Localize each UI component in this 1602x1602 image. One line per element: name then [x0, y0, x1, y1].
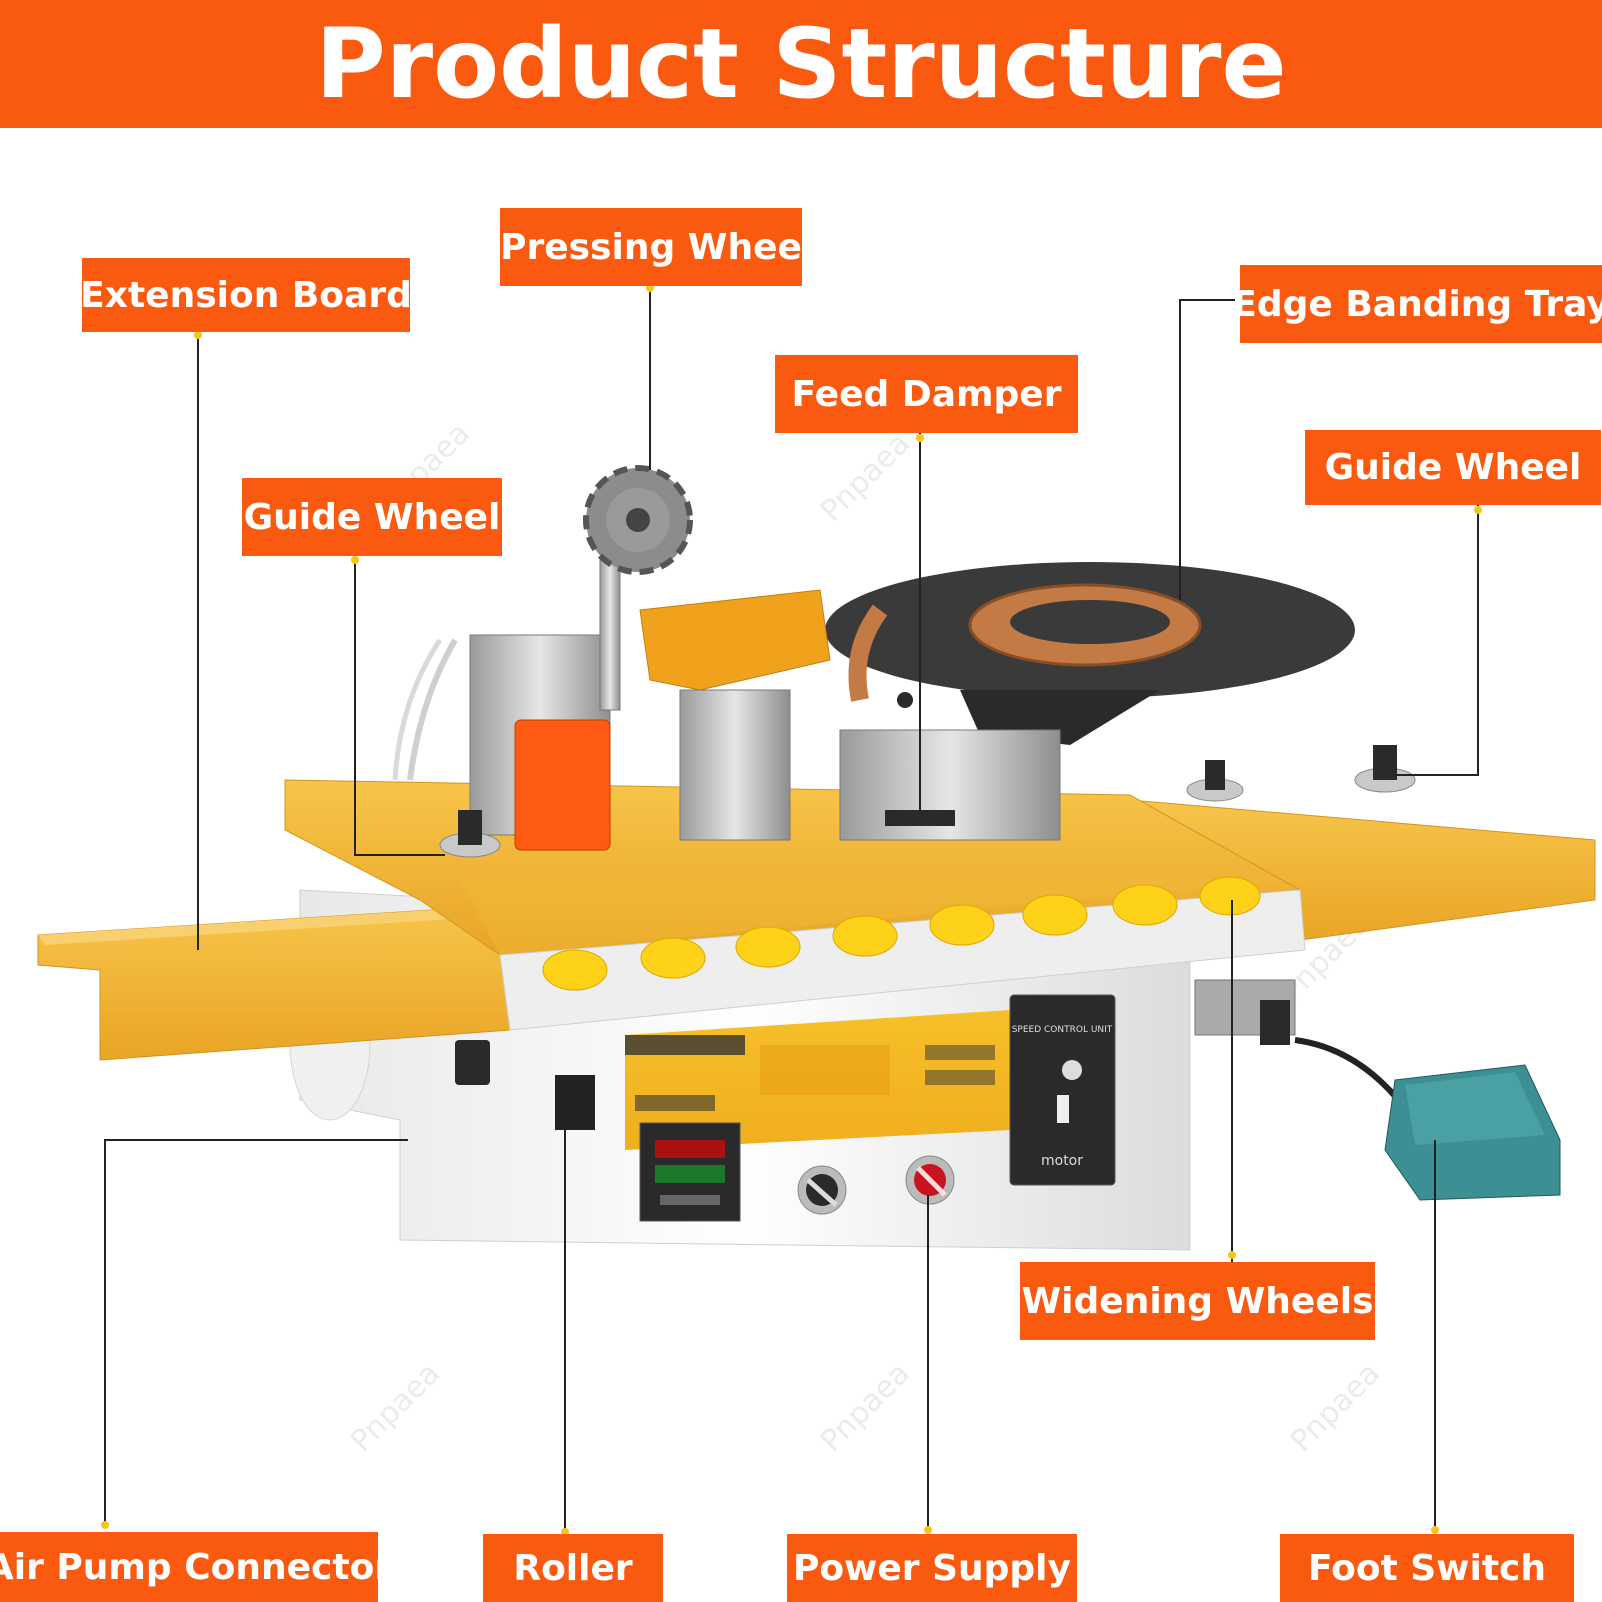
leader-guide-wheel-left: [354, 555, 445, 856]
pressing-wheel: [583, 465, 693, 711]
motor-text: motor: [1041, 1153, 1083, 1169]
label-pressing-wheel: Pressing Whee: [500, 208, 802, 286]
guide-wheel-left: [439, 810, 501, 858]
edge-banding-tray: [825, 562, 1355, 745]
guide-wheel-right: [1186, 745, 1416, 802]
label-feed-damper: Feed Damper: [775, 355, 1078, 433]
label-guide-wheel-left: Guide Wheel: [242, 478, 502, 556]
label-roller: Roller: [483, 1534, 663, 1602]
control-panel: [625, 1010, 1010, 1150]
label-widening-wheels: Widening Wheels: [1020, 1262, 1375, 1340]
side-bracket: [1194, 979, 1296, 1045]
leader-guide-wheel-right: [1395, 505, 1479, 776]
speed-control-unit: SPEED CONTROL UNIT motor: [1009, 994, 1116, 1186]
leader-air-pump-connector: [104, 1139, 408, 1525]
side-knob: [455, 1040, 490, 1085]
temperature-controller-display: [639, 1122, 741, 1222]
feed-damper-assembly: [639, 589, 1061, 841]
glue-pot-assembly: [392, 634, 611, 851]
title-banner: Product Structure: [0, 0, 1602, 128]
page-title: Product Structure: [315, 8, 1287, 120]
leader-edge-banding-tray: [1179, 299, 1235, 600]
power-switch-knob: [905, 1155, 955, 1205]
roller-post: [555, 1075, 595, 1130]
widening-rollers: [542, 876, 1261, 991]
label-foot-switch: Foot Switch: [1280, 1534, 1574, 1602]
label-extension-board: Extension Board: [82, 258, 410, 332]
label-power-supply: Power Supply: [787, 1534, 1077, 1602]
speed-control-title: SPEED CONTROL UNIT: [1012, 1025, 1113, 1035]
leader-lines: [104, 280, 1479, 1530]
heater-switch-knob: [797, 1165, 847, 1215]
label-edge-banding-tray: Edge Banding Tray: [1240, 265, 1602, 343]
label-guide-wheel-right: Guide Wheel: [1305, 430, 1601, 505]
foot-switch-pedal: [1384, 1064, 1561, 1201]
label-air-pump-connector: Air Pump Connector: [0, 1532, 378, 1602]
